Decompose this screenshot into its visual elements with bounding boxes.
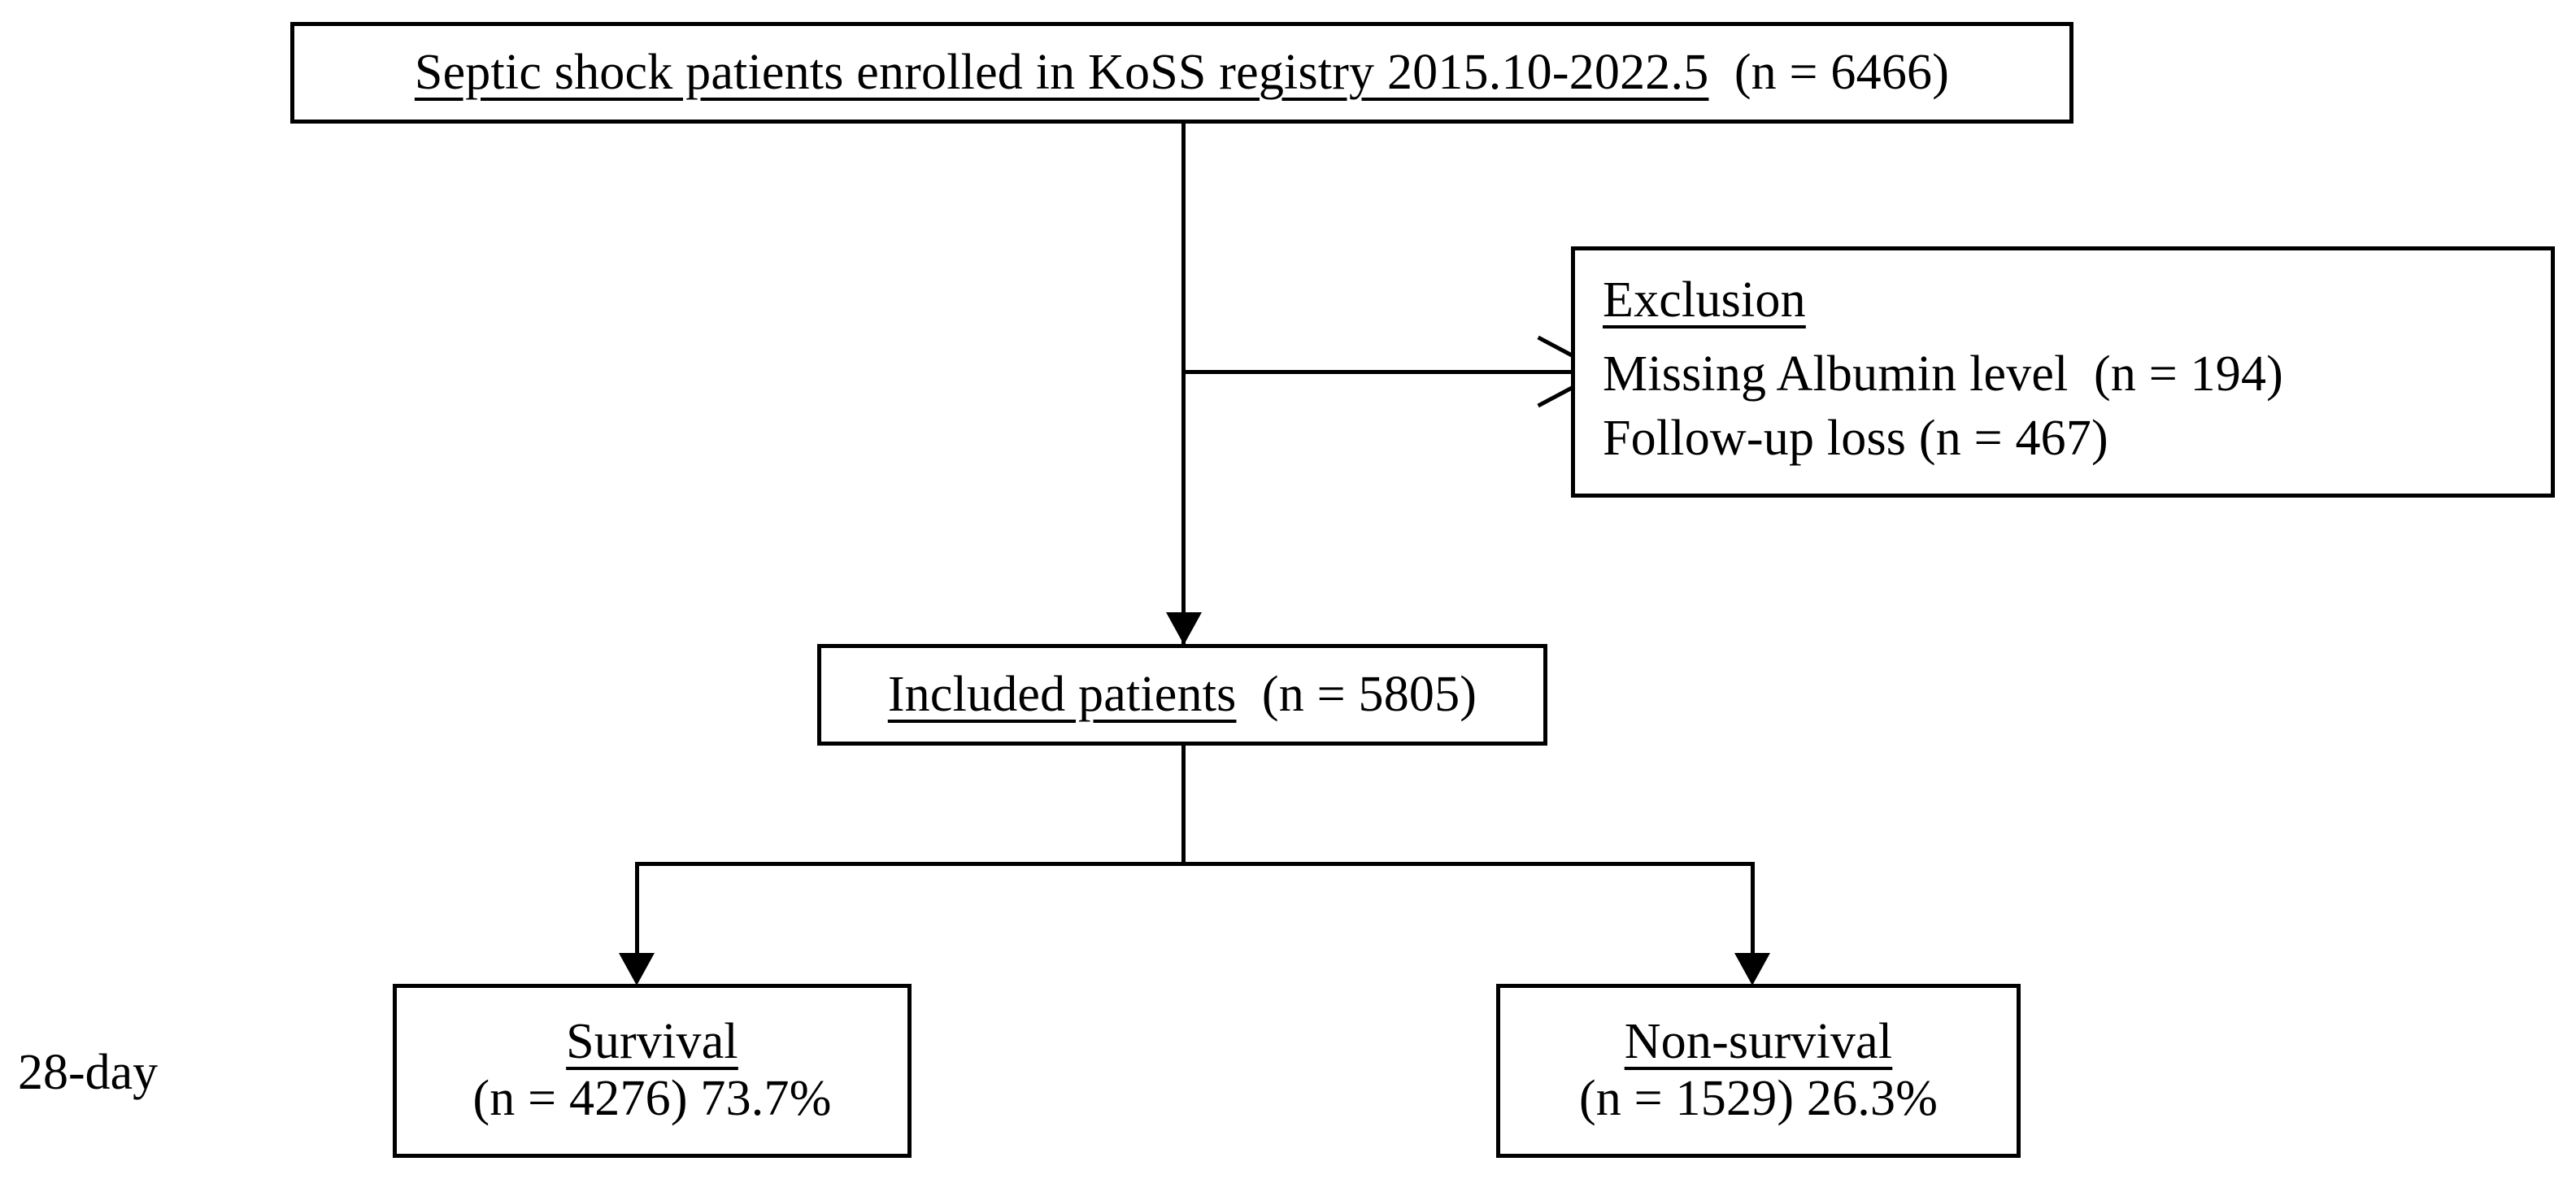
node-enrolled-count-value: (n = 6466): [1734, 44, 1950, 100]
exclusion-reason-label-1: Follow-up loss: [1603, 411, 1907, 467]
node-nonsurvival-count: (n = 1529) 26.3%: [1578, 1071, 1939, 1126]
spacer: [2069, 346, 2094, 402]
arrowhead-to-exclusion-icon: [1534, 349, 1566, 394]
arrowhead-to-nonsurvival-icon: [1734, 953, 1770, 985]
node-enrolled-text: Septic shock patients enrolled in KoSS r…: [415, 46, 1949, 100]
spacer: [1236, 667, 1261, 722]
node-enrolled-patients: Septic shock patients enrolled in KoSS r…: [290, 22, 2073, 124]
edge-to-nonsurvival: [1751, 862, 1755, 959]
node-included-text: Included patients (n = 5805): [888, 668, 1477, 722]
node-exclusion-heading-row: Exclusion: [1603, 272, 1806, 328]
node-survival-count: (n = 4276) 73.7%: [472, 1071, 832, 1126]
spacer: [1906, 411, 1919, 466]
edge-outcome-split-bar: [635, 862, 1755, 866]
edge-enrolled-trunk: [1181, 124, 1186, 644]
exclusion-reason-row: Missing Albumin level (n = 194): [1603, 346, 2284, 402]
exclusion-reason-count-1: (n = 467): [1918, 411, 2108, 467]
arrowhead-to-survival-icon: [619, 953, 655, 985]
node-nonsurvival-title: Non-survival: [1624, 1014, 1893, 1070]
node-survival-title: Survival: [566, 1014, 738, 1070]
node-survival: Survival (n = 4276) 73.7%: [393, 984, 912, 1158]
exclusion-reason-count-0: (n = 194): [2093, 346, 2284, 402]
node-included-count: (n = 5805): [1261, 666, 1477, 722]
node-included-patients: Included patients (n = 5805): [817, 644, 1547, 746]
edge-to-survival: [635, 862, 639, 959]
node-included-title: Included patients: [887, 666, 1237, 722]
node-nonsurvival: Non-survival (n = 1529) 26.3%: [1496, 984, 2021, 1158]
node-enrolled-count: [1708, 45, 1734, 100]
label-28-day-outcome: 28-day: [18, 1045, 159, 1100]
edge-enrolled-to-exclusion: [1181, 370, 1572, 374]
node-enrolled-title: Septic shock patients enrolled in KoSS r…: [414, 44, 1709, 100]
arrowhead-to-included-icon: [1166, 612, 1202, 645]
node-exclusion-heading: Exclusion: [1603, 272, 1806, 328]
exclusion-reason-row: Follow-up loss (n = 467): [1603, 411, 2108, 467]
node-exclusion: Exclusion Missing Albumin level (n = 194…: [1571, 246, 2555, 498]
exclusion-reason-label-0: Missing Albumin level: [1603, 346, 2069, 402]
node-nonsurvival-title-row: Non-survival: [1624, 1014, 1893, 1070]
edge-included-trunk: [1181, 746, 1186, 866]
node-survival-title-row: Survival: [566, 1014, 738, 1070]
